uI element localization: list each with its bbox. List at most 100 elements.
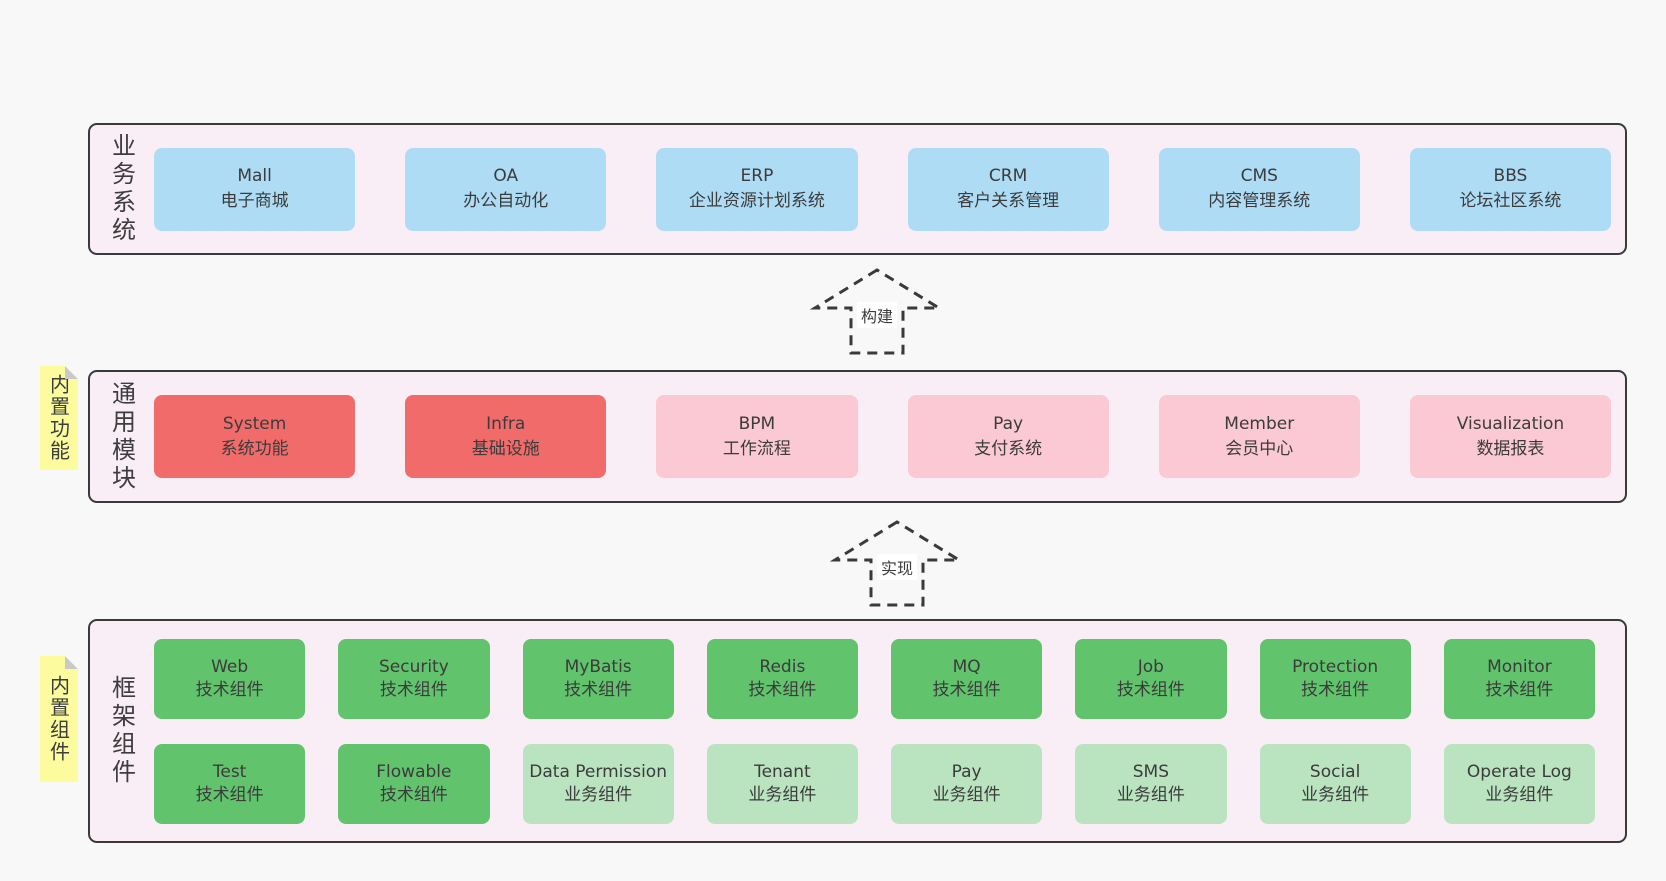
box-title: SMS (1132, 761, 1169, 782)
common-modules-layer: 通用模块 System 系统功能 Infra 基础设施 BPM 工作流程 Pay… (88, 370, 1627, 503)
layer-label-column: 框架组件 (90, 675, 154, 787)
builtin-features-tag: 内置功能 (40, 366, 78, 470)
box-title: BBS (1493, 166, 1528, 186)
box-member: Member 会员中心 (1158, 395, 1360, 478)
components-row-2: Test 技术组件 Flowable 技术组件 Data Permission … (154, 743, 1595, 824)
layer-label-column: 通用模块 (90, 381, 154, 493)
box-title: Mall (237, 166, 272, 186)
box-title: Test (212, 761, 247, 782)
box-security: Security 技术组件 (338, 638, 490, 719)
folded-corner (65, 366, 78, 379)
box-subtitle: 客户关系管理 (957, 191, 1060, 211)
box-pay: Pay 支付系统 (907, 395, 1109, 478)
box-title: Visualization (1456, 413, 1565, 434)
box-subtitle: 技术组件 (195, 679, 264, 700)
box-title: CRM (988, 166, 1028, 186)
box-subtitle: 会员中心 (1225, 438, 1294, 459)
box-crm: CRM 客户关系管理 (907, 147, 1109, 231)
box-web: Web 技术组件 (154, 638, 306, 719)
box-subtitle: 内容管理系统 (1208, 191, 1311, 211)
box-bpm: BPM 工作流程 (656, 395, 858, 478)
box-title: Operate Log (1466, 761, 1572, 782)
box-subtitle: 技术组件 (379, 784, 448, 805)
box-title: Protection (1292, 656, 1379, 677)
box-subtitle: 工作流程 (722, 438, 791, 459)
box-bbs: BBS 论坛社区系统 (1409, 147, 1612, 231)
layer-label-column: 业务系统 (90, 133, 154, 245)
folded-corner (65, 656, 78, 669)
box-subtitle: 技术组件 (195, 784, 264, 805)
box-title: MQ (952, 656, 981, 677)
box-data-permission: Data Permission 业务组件 (522, 743, 674, 824)
box-title: Redis (759, 656, 806, 677)
box-subtitle: 办公自动化 (463, 191, 549, 211)
box-subtitle: 业务组件 (932, 784, 1001, 805)
box-subtitle: 业务组件 (748, 784, 817, 805)
box-title: Member (1224, 413, 1295, 434)
layer-label-modules: 通用模块 (107, 380, 136, 493)
box-protection: Protection 技术组件 (1259, 638, 1411, 719)
build-arrow: 构建 (807, 266, 947, 356)
box-subtitle: 业务组件 (1301, 784, 1370, 805)
box-subtitle: 业务组件 (1116, 784, 1185, 805)
builtin-features-tag-label: 内置功能 (46, 374, 71, 462)
box-title: BPM (738, 413, 776, 434)
box-subtitle: 技术组件 (748, 679, 817, 700)
box-subtitle: 业务组件 (564, 784, 633, 805)
business-systems-layer: 业务系统 Mall 电子商城 OA 办公自动化 ERP 企业资源计划系统 CRM… (88, 123, 1627, 255)
framework-components-layer: 框架组件 Web 技术组件 Security 技术组件 MyBatis 技术组件… (88, 619, 1627, 843)
modules-boxes-row: System 系统功能 Infra 基础设施 BPM 工作流程 Pay 支付系统… (154, 395, 1612, 478)
box-subtitle: 技术组件 (564, 679, 633, 700)
box-infra: Infra 基础设施 (405, 395, 607, 478)
box-mall: Mall 电子商城 (154, 147, 356, 231)
box-monitor: Monitor 技术组件 (1443, 638, 1595, 719)
build-arrow-label: 构建 (856, 302, 898, 328)
box-title: Tenant (754, 761, 811, 782)
box-mq: MQ 技术组件 (891, 638, 1043, 719)
box-title: Job (1137, 656, 1164, 677)
box-subtitle: 业务组件 (1485, 784, 1554, 805)
box-oa: OA 办公自动化 (405, 147, 607, 231)
box-subtitle: 企业资源计划系统 (688, 191, 825, 211)
box-subtitle: 技术组件 (379, 679, 448, 700)
box-title: Security (378, 656, 449, 677)
box-visualization: Visualization 数据报表 (1409, 395, 1612, 478)
box-pay-business: Pay 业务组件 (891, 743, 1043, 824)
box-title: Pay (951, 761, 982, 782)
box-title: Monitor (1487, 656, 1552, 677)
builtin-components-tag-label: 内置组件 (46, 675, 71, 763)
box-sms: SMS 业务组件 (1075, 743, 1227, 824)
box-title: Data Permission (529, 761, 667, 782)
box-title: MyBatis (564, 656, 632, 677)
box-redis: Redis 技术组件 (706, 638, 858, 719)
box-subtitle: 数据报表 (1476, 438, 1545, 459)
layer-label-business: 业务系统 (107, 133, 136, 245)
builtin-components-tag: 内置组件 (40, 656, 78, 782)
box-social: Social 业务组件 (1259, 743, 1411, 824)
box-subtitle: 技术组件 (932, 679, 1001, 700)
box-subtitle: 技术组件 (1485, 679, 1554, 700)
box-erp: ERP 企业资源计划系统 (656, 147, 858, 231)
box-subtitle: 论坛社区系统 (1459, 191, 1562, 211)
box-subtitle: 系统功能 (220, 438, 289, 459)
box-title: OA (493, 166, 519, 186)
box-title: Infra (486, 413, 526, 434)
box-subtitle: 支付系统 (974, 438, 1043, 459)
box-subtitle: 电子商城 (220, 191, 289, 211)
box-operate-log: Operate Log 业务组件 (1443, 743, 1595, 824)
components-row-1: Web 技术组件 Security 技术组件 MyBatis 技术组件 Redi… (154, 638, 1595, 719)
implement-arrow-label: 实现 (876, 554, 918, 580)
box-mybatis: MyBatis 技术组件 (522, 638, 674, 719)
layer-label-components: 框架组件 (107, 675, 136, 787)
box-system: System 系统功能 (154, 395, 356, 478)
box-title: ERP (740, 166, 774, 186)
box-job: Job 技术组件 (1075, 638, 1227, 719)
business-boxes-row: Mall 电子商城 OA 办公自动化 ERP 企业资源计划系统 CRM 客户关系… (154, 147, 1612, 231)
box-title: Social (1309, 761, 1361, 782)
box-subtitle: 技术组件 (1301, 679, 1370, 700)
box-test: Test 技术组件 (154, 743, 306, 824)
box-title: System (222, 413, 287, 434)
box-title: Pay (993, 413, 1024, 434)
implement-arrow: 实现 (827, 518, 967, 608)
